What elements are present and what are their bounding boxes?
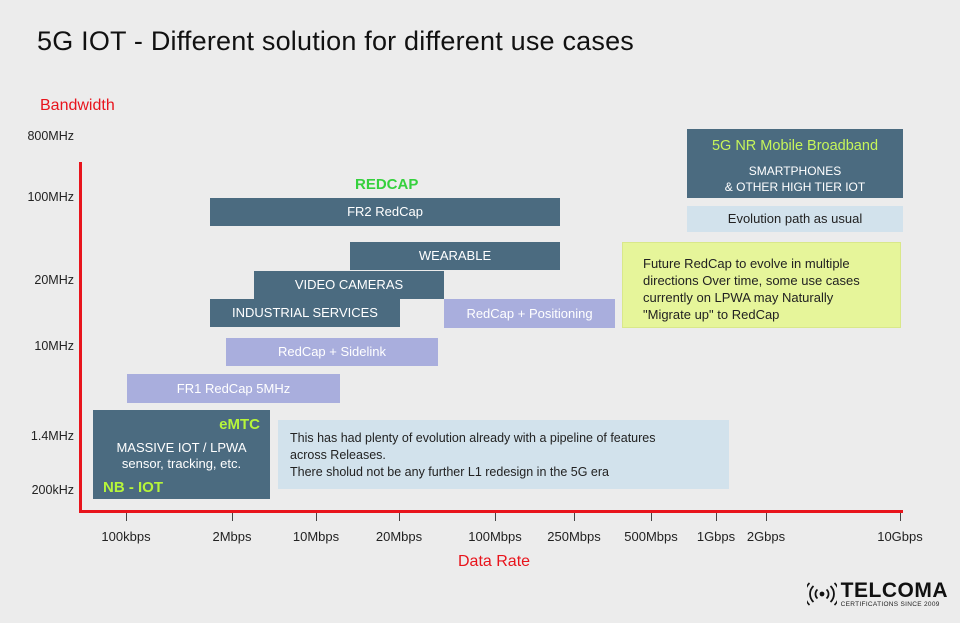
lpwa-line1: MASSIVE IOT / LPWA <box>116 440 247 455</box>
redcap-label: REDCAP <box>355 176 419 193</box>
y-tick-label: 20MHz <box>34 273 74 287</box>
mobile-broadband-box: 5G NR Mobile Broadband SMARTPHONES & OTH… <box>687 129 903 198</box>
evolution-note-line2: across Releases. <box>290 447 386 462</box>
evolution-path-box: Evolution path as usual <box>687 206 903 232</box>
emtc-label: eMTC <box>219 416 260 433</box>
mbb-heading: 5G NR Mobile Broadband <box>711 138 879 154</box>
x-tick-label: 2Mbps <box>212 529 252 544</box>
wearable-box: WEARABLE <box>350 242 560 270</box>
x-tick-label: 250Mbps <box>547 529 601 544</box>
logo-tagline: CERTIFICATIONS SINCE 2009 <box>840 601 940 608</box>
page-title: 5G IOT - Different solution for differen… <box>37 26 634 56</box>
x-tick <box>126 513 127 521</box>
future-redcap-note: Future RedCap to evolve in multiple dire… <box>622 242 901 328</box>
x-tick-label: 100Mbps <box>468 529 522 544</box>
x-tick <box>399 513 400 521</box>
x-tick-label: 100kbps <box>101 529 151 544</box>
x-tick <box>900 513 901 521</box>
mbb-line2: & OTHER HIGH TIER IOT <box>724 180 866 194</box>
fr1-redcap-box: FR1 RedCap 5MHz <box>127 374 340 403</box>
y-axis-label: Bandwidth <box>40 97 115 114</box>
x-tick <box>766 513 767 521</box>
lpwa-box: eMTC MASSIVE IOT / LPWA sensor, tracking… <box>93 410 270 499</box>
x-tick <box>651 513 652 521</box>
signal-broadcast-icon <box>806 582 837 606</box>
y-axis-line <box>79 162 82 513</box>
x-tick-label: 20Mbps <box>375 529 423 544</box>
x-tick-label: 2Gbps <box>746 529 786 544</box>
x-tick <box>574 513 575 521</box>
x-tick <box>232 513 233 521</box>
y-tick-label: 800MHz <box>27 129 74 143</box>
x-tick-label: 10Mbps <box>292 529 340 544</box>
x-tick-label: 1Gbps <box>696 529 736 544</box>
lpwa-evolution-note: This has had plenty of evolution already… <box>278 420 729 489</box>
video-cameras-box: VIDEO CAMERAS <box>254 271 444 299</box>
lpwa-line2: sensor, tracking, etc. <box>121 456 242 471</box>
industrial-services-box: INDUSTRIAL SERVICES <box>210 299 400 327</box>
telcoma-logo: TELCOMA CERTIFICATIONS SINCE 2009 <box>806 579 948 608</box>
y-tick-label: 200kHz <box>31 483 74 497</box>
nbiot-label: NB - IOT <box>103 479 163 496</box>
x-tick <box>316 513 317 521</box>
evolution-note-line1: This has had plenty of evolution already… <box>290 431 656 445</box>
x-tick <box>716 513 717 521</box>
x-axis-line <box>79 510 903 513</box>
mbb-line1: SMARTPHONES <box>748 164 842 178</box>
fr2-redcap-box: FR2 RedCap <box>210 198 560 226</box>
evolution-note-line3: There sholud not be any further L1 redes… <box>290 464 609 479</box>
redcap-sidelink-box: RedCap + Sidelink <box>226 338 438 366</box>
y-tick-label: 10MHz <box>34 339 74 353</box>
x-tick-label: 10Gbps <box>877 529 923 544</box>
y-tick-label: 1.4MHz <box>30 429 74 443</box>
y-tick-label: 100MHz <box>27 190 74 204</box>
logo-name: TELCOMA <box>840 579 948 602</box>
redcap-positioning-box: RedCap + Positioning <box>444 299 615 328</box>
x-tick <box>495 513 496 521</box>
x-axis-label: Data Rate <box>458 553 531 570</box>
x-tick-label: 500Mbps <box>624 529 678 544</box>
